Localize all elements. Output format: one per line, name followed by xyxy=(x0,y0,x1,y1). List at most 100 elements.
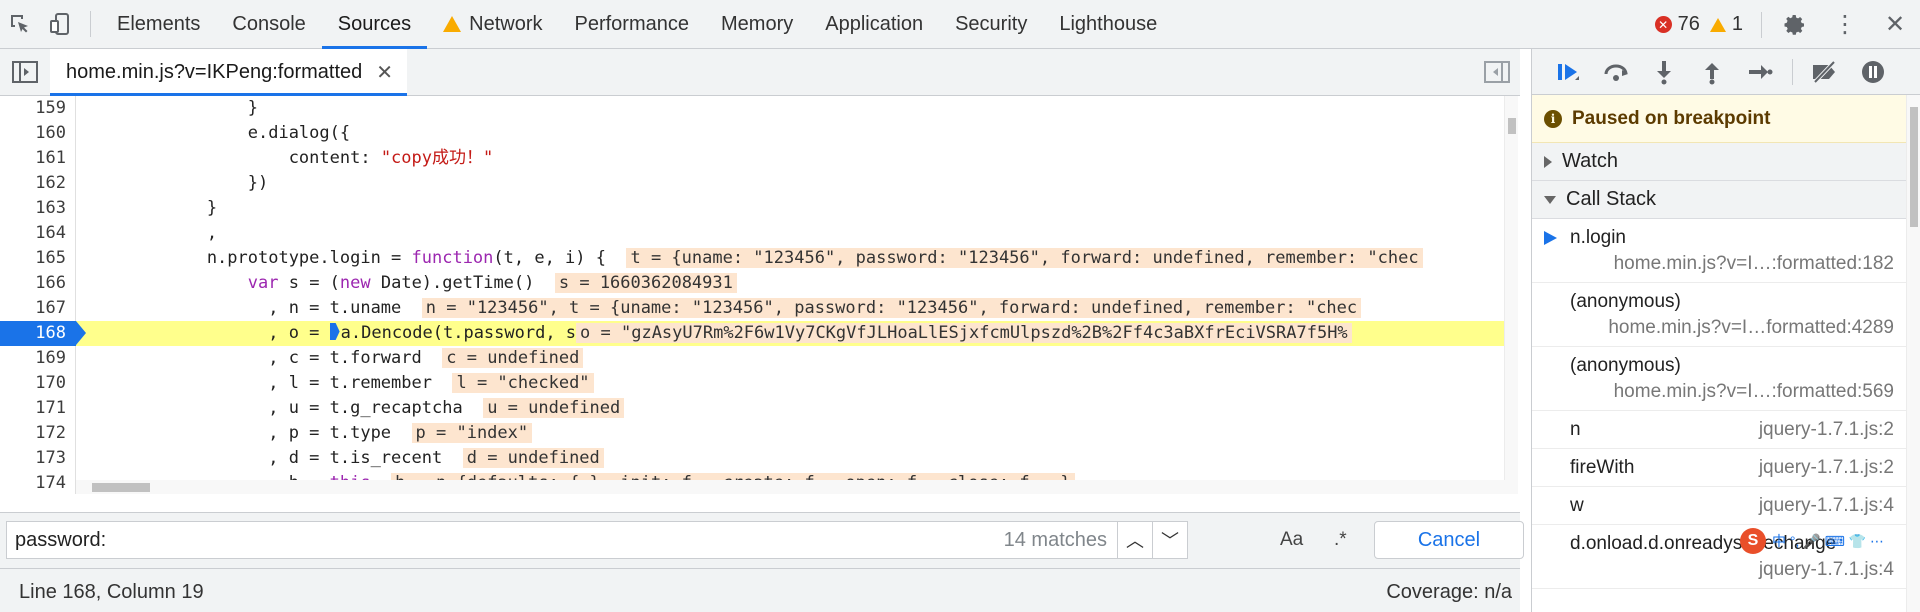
watch-section-header[interactable]: Watch xyxy=(1532,143,1920,181)
search-input[interactable] xyxy=(7,528,1004,552)
toggle-navigator-icon[interactable] xyxy=(0,49,50,95)
step-out-icon[interactable] xyxy=(1688,49,1736,95)
sidebar-scrollbar[interactable] xyxy=(1906,95,1920,612)
tab-elements[interactable]: Elements xyxy=(117,12,201,35)
code-editor[interactable]: 159 } 160 e.dialog({ 161 content: "copy成… xyxy=(0,96,1518,494)
line-number[interactable]: 159 xyxy=(35,98,66,118)
previous-match-button[interactable]: ︿ xyxy=(1117,521,1152,559)
scroll-thumb[interactable] xyxy=(1508,118,1516,134)
breakpoint-line-number[interactable]: 168 xyxy=(0,321,86,346)
continue-to-here-icon[interactable] xyxy=(329,323,340,340)
inline-value[interactable]: s = 1660362084931 xyxy=(554,273,737,293)
error-badge[interactable]: ✕ 76 1 xyxy=(1654,13,1743,36)
regex-button[interactable]: .* xyxy=(1334,529,1347,550)
call-frame[interactable]: (anonymous) home.min.js?v=I…:formatted:5… xyxy=(1532,347,1920,411)
file-tab[interactable]: home.min.js?v=IKPeng:formatted ✕ xyxy=(50,49,408,96)
frame-location[interactable]: jquery-1.7.1.js:2 xyxy=(1758,419,1894,440)
line-number[interactable]: 167 xyxy=(35,298,66,318)
code-text: , o = xyxy=(84,323,330,343)
frame-location[interactable]: jquery-1.7.1.js:4 xyxy=(1758,495,1894,516)
frame-location[interactable]: home.min.js?v=I…:formatted:569 xyxy=(1613,381,1894,402)
line-number[interactable]: 166 xyxy=(35,273,66,293)
paused-banner: i Paused on breakpoint xyxy=(1532,95,1920,143)
call-frame-selected[interactable]: n.login home.min.js?v=I…:formatted:182 xyxy=(1532,219,1920,283)
frame-function: d.onload.d.onreadystatechange xyxy=(1570,533,1837,554)
cursor-position: Line 168, Column 19 xyxy=(19,581,204,603)
inline-value[interactable]: t = {uname: "123456", password: "123456"… xyxy=(626,248,1423,268)
code-text: } xyxy=(84,98,258,118)
tab-application[interactable]: Application xyxy=(825,12,924,35)
call-frame[interactable]: (anonymous) home.min.js?v=I…formatted:42… xyxy=(1532,283,1920,347)
frame-location[interactable]: jquery-1.7.1.js:2 xyxy=(1758,457,1894,478)
scroll-thumb[interactable] xyxy=(1910,107,1918,227)
tab-sources[interactable]: Sources xyxy=(321,0,428,49)
next-match-button[interactable]: ﹀ xyxy=(1152,521,1187,559)
inspect-element-icon[interactable] xyxy=(0,0,40,48)
line-number[interactable]: 165 xyxy=(35,248,66,268)
tab-console[interactable]: Console xyxy=(232,12,306,35)
inline-value[interactable]: d = undefined xyxy=(462,448,604,468)
code-text: Date).getTime() xyxy=(370,273,535,293)
frame-location[interactable]: home.min.js?v=I…:formatted:182 xyxy=(1613,253,1894,274)
inline-value[interactable]: n = "123456", t = {uname: "123456", pass… xyxy=(421,298,1362,318)
frame-location[interactable]: home.min.js?v=I…formatted:4289 xyxy=(1608,317,1894,338)
step-over-icon[interactable] xyxy=(1592,49,1640,95)
search-bar: 14 matches ︿ ﹀ Aa .* Cancel xyxy=(0,512,1524,568)
line-number[interactable]: 173 xyxy=(35,448,66,468)
code-text: , c = t.forward xyxy=(84,348,422,368)
vertical-scrollbar[interactable] xyxy=(1504,96,1518,494)
inline-value[interactable]: c = undefined xyxy=(442,348,584,368)
deactivate-breakpoints-icon[interactable] xyxy=(1801,49,1849,95)
tab-performance[interactable]: Performance xyxy=(574,12,690,35)
device-toolbar-icon[interactable] xyxy=(40,0,80,48)
line-number[interactable]: 170 xyxy=(35,373,66,393)
pause-on-exceptions-icon[interactable] xyxy=(1849,49,1897,95)
tab-memory[interactable]: Memory xyxy=(721,12,794,35)
inline-value[interactable]: o = "gzAsyU7Rm%2F6w1Vy7CKgVfJLHoaLlESjxf… xyxy=(576,323,1352,343)
line-number[interactable]: 169 xyxy=(35,348,66,368)
close-icon[interactable]: ✕ xyxy=(1884,11,1906,38)
step-into-icon[interactable] xyxy=(1640,49,1688,95)
gear-icon[interactable] xyxy=(1770,0,1820,49)
code-text: , l = t.remember xyxy=(84,373,432,393)
line-number[interactable]: 163 xyxy=(35,198,66,218)
inline-value[interactable]: p = "index" xyxy=(411,423,533,443)
tab-network[interactable]: Network xyxy=(427,0,558,48)
match-case-button[interactable]: Aa xyxy=(1280,529,1304,550)
line-number[interactable]: 171 xyxy=(35,398,66,418)
file-tab-label: home.min.js?v=IKPeng:formatted xyxy=(66,60,363,83)
frame-location[interactable]: jquery-1.7.1.js:4 xyxy=(1758,559,1894,580)
call-frame[interactable]: n jquery-1.7.1.js:2 xyxy=(1532,411,1920,449)
line-number[interactable]: 174 xyxy=(35,473,66,493)
horizontal-scrollbar[interactable] xyxy=(76,480,1518,494)
line-number[interactable]: 160 xyxy=(35,123,66,143)
tab-security[interactable]: Security xyxy=(955,12,1028,35)
inline-value[interactable]: l = "checked" xyxy=(452,373,594,393)
cancel-button[interactable]: Cancel xyxy=(1374,521,1524,559)
code-text-wrap: , p = t.type p = "index" xyxy=(84,421,533,446)
toggle-debugger-icon[interactable] xyxy=(1482,58,1512,86)
code-text-wrap: , c = t.forward c = undefined xyxy=(84,346,584,371)
tab-lighthouse[interactable]: Lighthouse xyxy=(1059,12,1158,35)
scroll-thumb[interactable] xyxy=(92,483,150,492)
ime-toolbar[interactable]: S 中 °, 🎤 ⌨ 👕 ⋯ xyxy=(1740,526,1884,556)
more-options-icon[interactable]: ⋮ xyxy=(1833,11,1857,38)
inline-value[interactable]: u = undefined xyxy=(483,398,625,418)
line-number[interactable]: 162 xyxy=(35,173,66,193)
call-frame[interactable]: d.onload.d.onreadystatechange jquery-1.7… xyxy=(1532,525,1920,589)
call-frame[interactable]: fireWith jquery-1.7.1.js:2 xyxy=(1532,449,1920,487)
line-number-gutter[interactable] xyxy=(0,96,76,494)
line-number[interactable]: 161 xyxy=(35,148,66,168)
resume-icon[interactable] xyxy=(1544,49,1592,95)
step-icon[interactable] xyxy=(1736,49,1784,95)
line-number[interactable]: 164 xyxy=(35,223,66,243)
code-text: e.dialog({ xyxy=(84,123,351,143)
code-line: 163 } xyxy=(0,196,1518,221)
code-text: , p = t.type xyxy=(84,423,392,443)
close-tab-icon[interactable]: ✕ xyxy=(376,61,394,84)
line-number[interactable]: 172 xyxy=(35,423,66,443)
call-frame[interactable]: w jquery-1.7.1.js:4 xyxy=(1532,487,1920,525)
sogou-logo-icon[interactable]: S xyxy=(1740,528,1766,554)
toolbar-divider xyxy=(90,11,91,37)
call-stack-section-header[interactable]: Call Stack xyxy=(1532,181,1920,219)
